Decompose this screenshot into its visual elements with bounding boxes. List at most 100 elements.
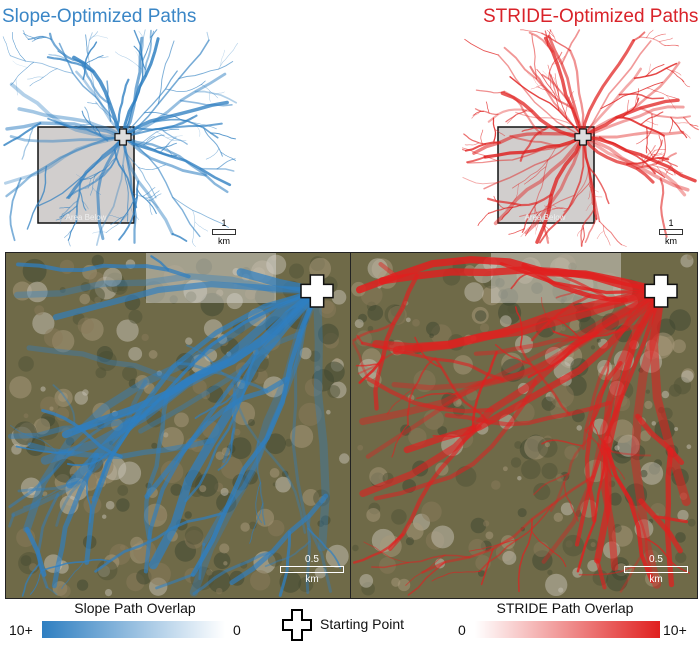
terrain-texture	[95, 367, 107, 379]
path-segment	[588, 188, 592, 200]
terrain-texture	[466, 389, 478, 401]
terrain-texture	[501, 358, 525, 382]
terrain-texture	[74, 391, 88, 405]
path-segment	[371, 554, 471, 569]
terrain-texture	[49, 406, 54, 411]
terrain-texture	[475, 310, 487, 322]
terrain-texture	[590, 345, 596, 350]
path-segment	[106, 213, 129, 233]
path-segment	[22, 484, 68, 509]
path-segment	[505, 183, 519, 210]
terrain-texture	[644, 400, 653, 410]
path-segment	[552, 204, 563, 209]
path-segment	[65, 286, 322, 489]
path-segment	[649, 286, 691, 507]
path-segment	[526, 71, 537, 79]
path-segment	[59, 205, 78, 218]
path-segment	[486, 193, 553, 207]
path-segment	[220, 49, 225, 66]
path-segment	[636, 88, 639, 102]
terrain-texture	[65, 437, 75, 446]
terrain-texture	[470, 517, 487, 534]
path-segment	[468, 539, 518, 552]
path-segment	[464, 142, 480, 146]
path-segment	[598, 136, 656, 175]
path-segment	[534, 219, 537, 235]
terrain-texture	[367, 305, 384, 321]
path-segment	[312, 286, 330, 552]
path-segment	[646, 165, 666, 179]
path-segment	[581, 105, 685, 139]
terrain-texture	[298, 577, 314, 593]
path-segment	[113, 149, 138, 209]
path-segment	[521, 127, 546, 132]
path-segment	[500, 91, 585, 139]
path-segment	[547, 34, 585, 139]
terrain-texture	[148, 350, 158, 359]
path-segment	[373, 379, 538, 501]
terrain-texture	[105, 500, 115, 510]
path-segment	[505, 109, 527, 123]
path-segment	[220, 151, 237, 162]
scale-value: 1	[668, 218, 674, 228]
path-segment	[155, 573, 195, 590]
path-segment	[116, 78, 130, 128]
terrain-texture	[247, 418, 255, 427]
path-segment	[87, 102, 98, 105]
path-segment	[122, 122, 223, 138]
path-segment	[584, 217, 598, 243]
path-segment	[480, 129, 484, 144]
path-segment	[542, 70, 551, 80]
path-segment	[172, 196, 229, 228]
stride-detail-map	[350, 252, 698, 599]
terrain-texture	[59, 287, 66, 293]
terrain-texture	[576, 425, 583, 431]
path-segment	[9, 55, 74, 74]
path-segment	[86, 473, 92, 524]
path-segment	[210, 132, 237, 140]
terrain-texture	[517, 475, 522, 481]
path-segment	[89, 31, 99, 41]
path-segment	[307, 527, 342, 569]
path-segment	[179, 99, 233, 107]
path-segment	[191, 210, 196, 242]
path-segment	[96, 135, 125, 241]
path-segment	[90, 173, 96, 196]
scale-bar	[659, 229, 683, 235]
path-segment	[581, 98, 680, 139]
terrain-texture	[468, 538, 486, 557]
path-segment	[515, 111, 574, 127]
terrain-texture	[547, 569, 553, 576]
terrain-texture	[515, 335, 534, 354]
path-segment	[17, 480, 81, 493]
path-segment	[602, 224, 611, 246]
terrain-texture	[269, 468, 280, 478]
scale-unit: km	[218, 236, 230, 246]
terrain-texture	[290, 424, 314, 449]
path-segment	[683, 116, 699, 131]
path-segment	[52, 384, 76, 426]
path-segment	[416, 392, 459, 400]
path-segment	[407, 561, 446, 596]
scale-bar	[624, 566, 688, 573]
stride-colorbar	[475, 621, 660, 638]
terrain-texture	[116, 319, 139, 342]
path-segment	[665, 67, 685, 83]
terrain-texture	[102, 514, 107, 519]
path-segment	[205, 148, 220, 160]
terrain-texture	[339, 453, 350, 464]
path-segment	[209, 90, 211, 102]
path-segment	[80, 171, 101, 181]
path-segment	[645, 63, 665, 77]
path-segment	[199, 167, 235, 172]
path-segment	[27, 35, 53, 41]
scale-value: 1	[221, 218, 227, 228]
path-segment	[581, 67, 642, 139]
terrain-texture	[354, 319, 364, 329]
stride-title: STRIDE-Optimized Paths	[483, 6, 699, 27]
terrain-texture	[122, 366, 138, 382]
terrain-texture	[104, 589, 113, 597]
path-segment	[477, 212, 490, 226]
path-segment	[79, 190, 87, 211]
path-segment	[670, 116, 688, 139]
